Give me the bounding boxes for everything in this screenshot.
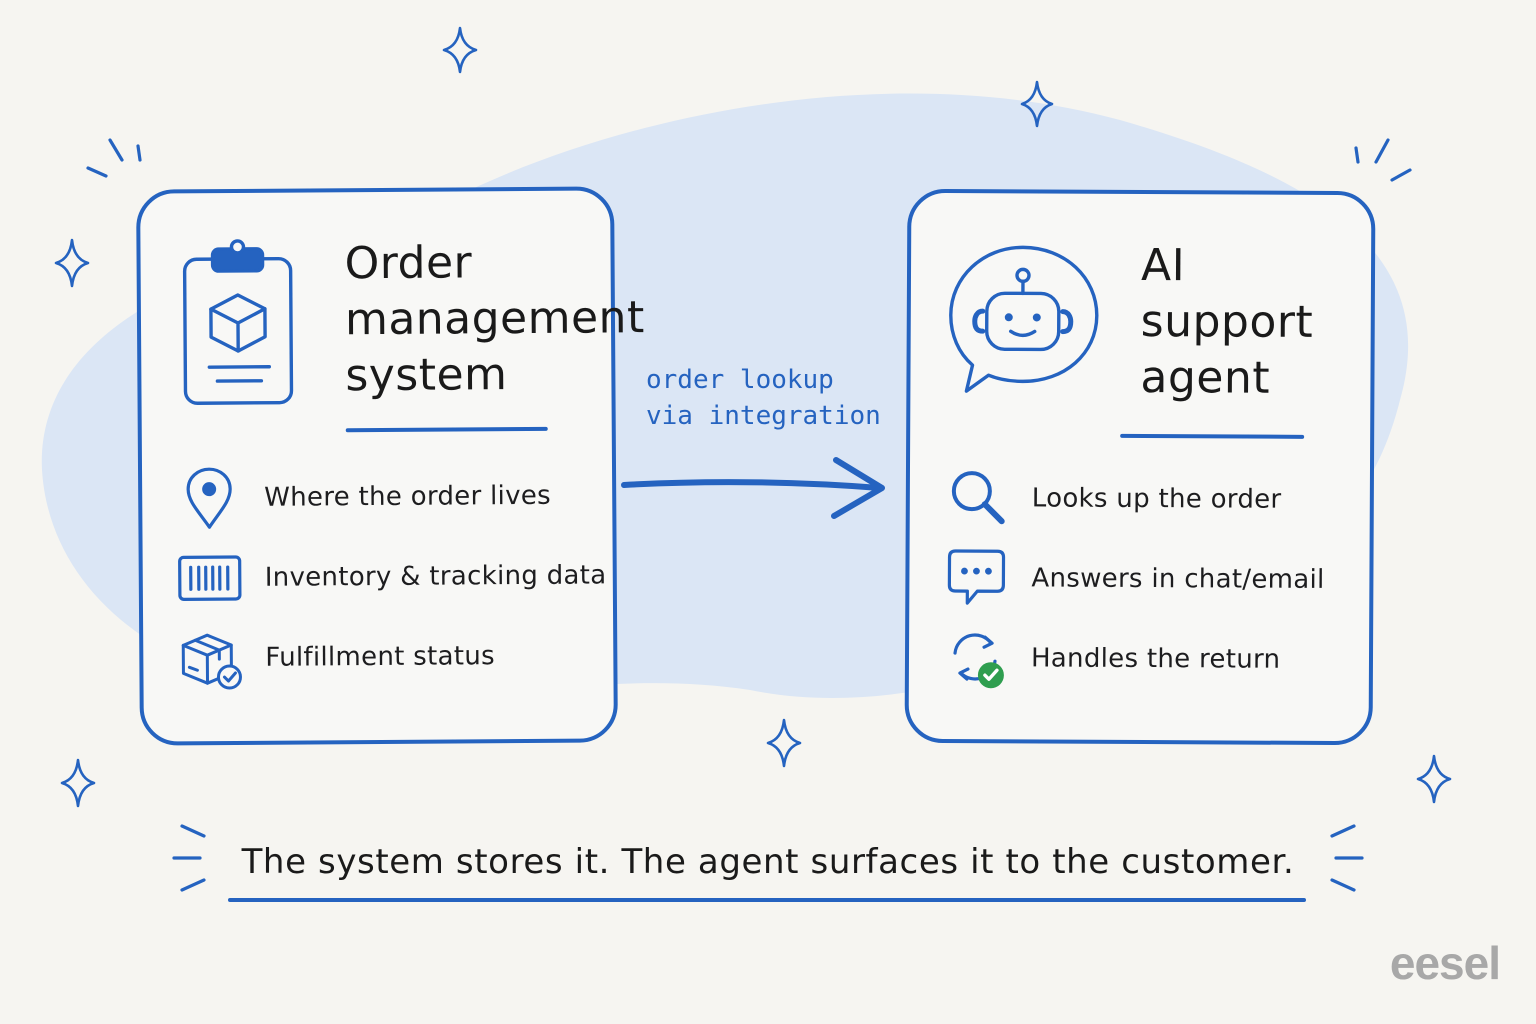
sparkle-icon: [442, 26, 478, 74]
list-item: Fulfillment status: [177, 621, 495, 693]
return-cycle-icon: [953, 633, 1004, 689]
list-item-label: Inventory & tracking data: [264, 560, 607, 593]
list-item-label: Answers in chat/email: [1031, 563, 1325, 595]
caption-underline: [228, 898, 1306, 902]
card-title: AI support agent: [1140, 240, 1314, 404]
clipboard-box-icon: [182, 239, 294, 405]
chat-bubble-icon: [947, 549, 1006, 605]
list-item-label: Fulfillment status: [265, 641, 496, 673]
sparkle-icon: [1416, 754, 1452, 804]
caption: The system stores it. The agent surfaces…: [241, 842, 1295, 882]
title-underline: [1120, 433, 1305, 439]
list-item: Where the order lives: [176, 461, 551, 534]
eesel-logo: eesel: [1389, 937, 1501, 989]
sparkle-icon: [60, 758, 96, 808]
list-item-label: Handles the return: [1030, 643, 1281, 675]
map-pin-icon: [186, 467, 232, 529]
sparkle-icon: [766, 718, 802, 768]
order-management-card: Order management system Where the order …: [136, 186, 645, 746]
integration-arrow: [621, 457, 885, 519]
list-item: Inventory & tracking data: [177, 540, 607, 613]
ai-agent-card: AI support agent Looks up the order Answ…: [904, 188, 1376, 746]
title-underline: [345, 426, 548, 433]
card-title: Order management system: [344, 237, 645, 402]
box-check-icon: [181, 633, 242, 690]
barcode-icon: [178, 555, 242, 601]
list-item-label: Where the order lives: [264, 480, 552, 513]
list-item-label: Looks up the order: [1031, 483, 1282, 515]
sparkle-icon: [54, 238, 90, 288]
robot-chat-icon: [949, 245, 1099, 393]
search-icon: [951, 471, 1005, 525]
list-item: Looks up the order: [944, 463, 1282, 535]
sparkle-icon: [1020, 80, 1054, 128]
list-item: Handles the return: [943, 623, 1281, 695]
connector-label: order lookup via integration: [646, 365, 881, 431]
list-item: Answers in chat/email: [943, 543, 1325, 615]
